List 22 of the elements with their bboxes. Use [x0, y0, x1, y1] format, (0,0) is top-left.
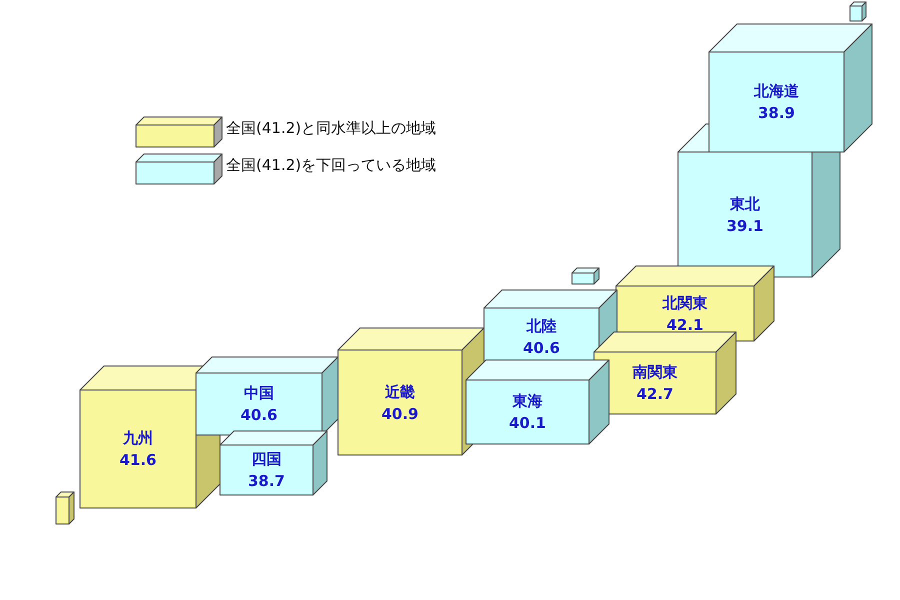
region-value: 38.7	[248, 471, 285, 492]
region-value: 42.1	[666, 314, 704, 336]
region-value: 40.1	[508, 413, 546, 434]
region-name: 東海	[512, 391, 542, 412]
region-value: 40.6	[240, 405, 278, 426]
legend-text: 全国(41.2)を下回っている地域	[226, 156, 436, 175]
region-value: 42.7	[636, 384, 674, 405]
region-name: 九州	[123, 428, 153, 449]
region-name: 北関東	[662, 292, 708, 314]
region-value: 41.6	[119, 450, 156, 471]
region-name: 南関東	[632, 362, 678, 383]
region-name: 東北	[730, 194, 760, 214]
region-name: 北陸	[526, 316, 556, 336]
region-name: 四国	[252, 449, 282, 470]
region-value: 38.9	[758, 103, 795, 124]
region-value: 40.9	[381, 404, 418, 424]
legend-text: 全国(41.2)と同水準以上の地域	[226, 119, 436, 138]
region-name: 近畿	[385, 382, 415, 402]
region-name: 中国	[244, 383, 274, 404]
region-name: 北海道	[754, 81, 799, 102]
region-value: 40.6	[522, 338, 560, 358]
region-value: 39.1	[726, 216, 764, 236]
